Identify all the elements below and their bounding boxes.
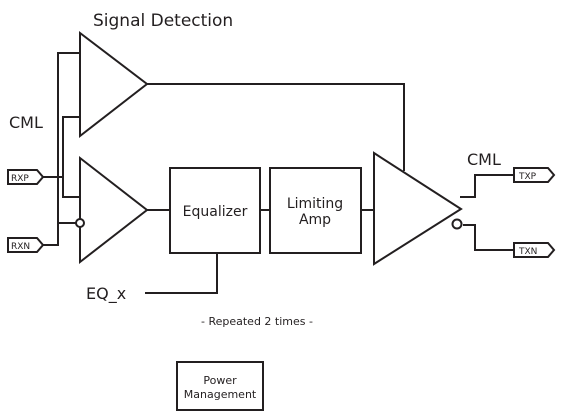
- rxn-port-flag: [7, 237, 45, 253]
- output-driver-icon: [373, 151, 463, 266]
- power-management-label-line1: Power: [203, 374, 237, 387]
- output-inverting-bubble-icon: [451, 218, 463, 230]
- cml-input-label: CML: [9, 113, 43, 132]
- rxn-to-detector-wire: [57, 52, 81, 224]
- wires: [42, 52, 515, 294]
- txn-wire: [463, 224, 515, 251]
- equalizer-label: Equalizer: [183, 204, 248, 220]
- port-rxn: RXN: [7, 237, 45, 253]
- signal-detection-title: Signal Detection: [93, 11, 233, 31]
- port-rxp: RXP: [7, 169, 45, 185]
- limiting-amp-block: [269, 167, 362, 254]
- limiting-amp-label-line1: Limiting: [287, 196, 343, 212]
- equalizer-block: [169, 167, 261, 254]
- rxp-port-flag: [7, 169, 45, 185]
- receiver-inverting-bubble-icon: [75, 218, 85, 228]
- rxp-wire: [42, 176, 81, 198]
- eq-control-wire: [145, 253, 218, 294]
- txp-port-label: TXP: [518, 172, 537, 182]
- signal-detect-amplifier-icon: [79, 30, 149, 139]
- txp-port-flag: [513, 167, 556, 183]
- limiting-amp-label-line2: Amp: [299, 212, 331, 228]
- receiver-amplifier-icon: [79, 155, 149, 265]
- power-management-block: [176, 361, 264, 411]
- repeat-note: - Repeated 2 times -: [201, 315, 313, 328]
- txn-port-flag: [513, 242, 556, 258]
- rxp-to-detector-wire: [62, 116, 81, 178]
- rxn-wire: [42, 222, 77, 246]
- cml-output-label: CML: [467, 150, 501, 169]
- txn-port-label: TXN: [518, 247, 537, 257]
- rxp-port-label: RXP: [11, 174, 29, 184]
- port-txn: TXN: [513, 242, 556, 258]
- rxn-port-label: RXN: [11, 242, 30, 252]
- eq-control-label: EQ_x: [86, 284, 126, 304]
- power-management-label-line2: Management: [184, 388, 257, 401]
- detect-output-wire: [146, 83, 405, 171]
- txp-wire: [460, 174, 515, 198]
- port-txp: TXP: [513, 167, 556, 183]
